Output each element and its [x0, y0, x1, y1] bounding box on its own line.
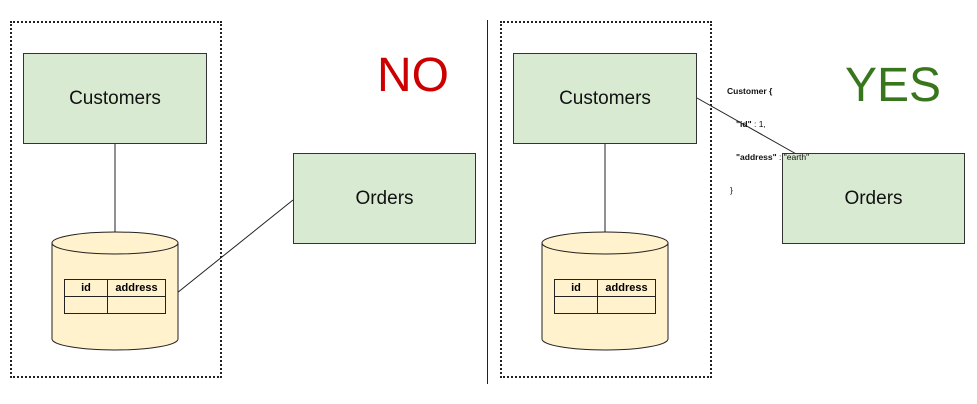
verdict-no-label: NO — [377, 49, 449, 102]
db-column-address-left: address — [107, 279, 166, 297]
customers-to-orders-connector-right — [696, 97, 799, 156]
orders-service-label-left: Orders — [355, 187, 414, 209]
payload-line-address: "address" : "earth" — [736, 152, 810, 162]
db-cell-empty-left-1 — [64, 296, 108, 314]
payload-line-close: } — [730, 185, 733, 195]
db-cell-empty-left-2 — [107, 296, 166, 314]
db-cell-empty-right-1 — [554, 296, 598, 314]
db-column-address-right: address — [597, 279, 656, 297]
customers-service-label-left: Customers — [69, 87, 161, 109]
orders-service-box-right: Orders — [782, 153, 965, 244]
db-column-id-right: id — [554, 279, 598, 297]
payload-line-id: "id" : 1, — [736, 119, 766, 129]
customers-service-label-right: Customers — [559, 87, 651, 109]
service-boundary-right — [500, 21, 712, 378]
db-column-id-left: id — [64, 279, 108, 297]
service-boundary-left — [10, 21, 222, 378]
db-cell-empty-right-2 — [597, 296, 656, 314]
db-table-right: id address — [554, 279, 656, 314]
payload-line-open: Customer { — [727, 86, 773, 96]
customer-json-payload: Customer { "id" : 1, "address" : "earth"… — [727, 64, 809, 218]
orders-service-box-left: Orders — [293, 153, 476, 244]
orders-to-db-connector-left — [176, 199, 294, 294]
customers-service-box-right: Customers — [513, 53, 697, 144]
verdict-yes-label: YES — [845, 59, 942, 112]
orders-service-label-right: Orders — [844, 187, 903, 209]
customers-service-box-left: Customers — [23, 53, 207, 144]
panel-divider — [487, 20, 488, 384]
db-table-left: id address — [64, 279, 166, 314]
